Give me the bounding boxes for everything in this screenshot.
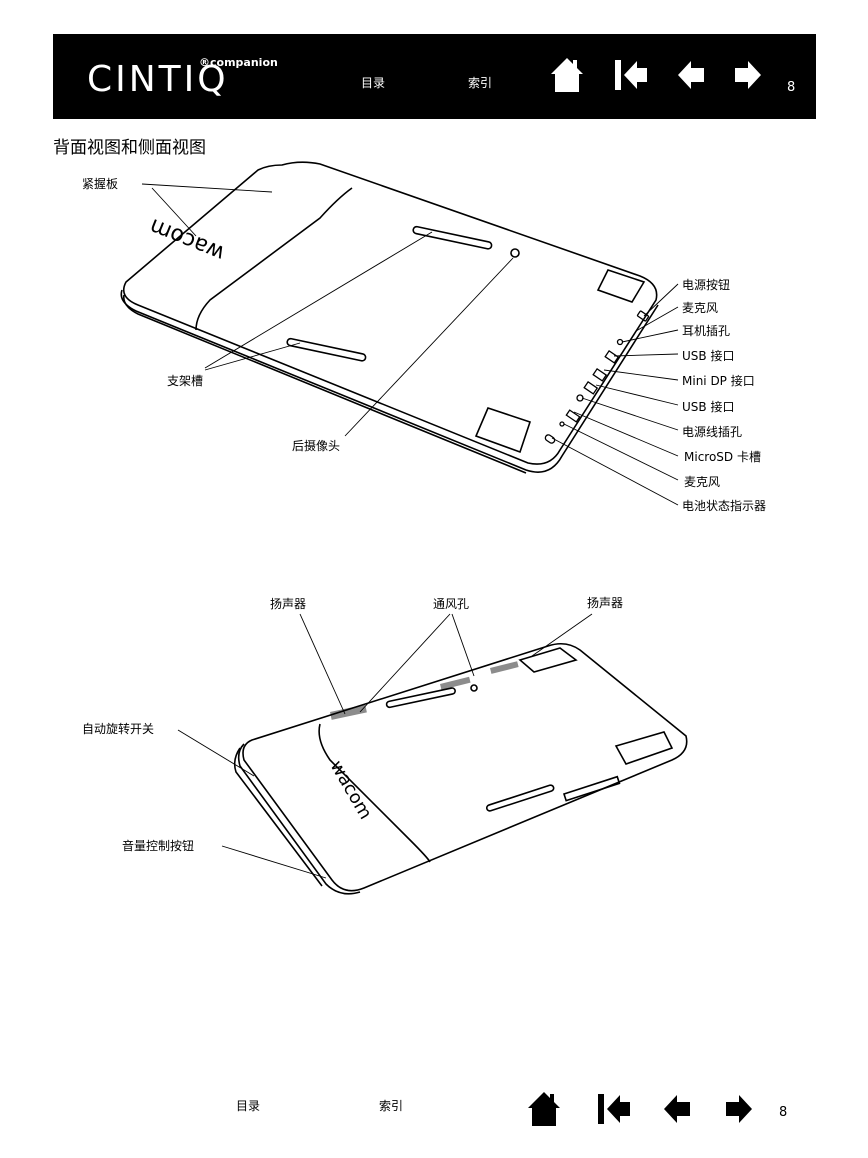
side-view-illustration bbox=[233, 642, 688, 895]
next-page-icon[interactable] bbox=[733, 58, 763, 92]
label-rear-camera: 后摄像头 bbox=[292, 439, 341, 453]
footer-home-icon[interactable] bbox=[526, 1090, 562, 1128]
label-volume-buttons: 音量控制按钮 bbox=[122, 839, 195, 853]
label-mini-dp-port: Mini DP 接口 bbox=[682, 374, 755, 388]
label-speaker-left: 扬声器 bbox=[270, 597, 307, 611]
previous-page-icon[interactable] bbox=[676, 58, 706, 92]
page-number: 8 bbox=[787, 80, 796, 95]
cintiq-companion-logo: CINTIQ ®companion bbox=[87, 56, 278, 102]
first-page-icon[interactable] bbox=[613, 58, 649, 92]
header-bar: CINTIQ ®companion 目录 索引 8 bbox=[53, 34, 816, 119]
index-link[interactable]: 索引 bbox=[468, 76, 493, 90]
footer-toc-link[interactable]: 目录 bbox=[236, 1099, 261, 1113]
stand-slot-bottom bbox=[286, 337, 367, 362]
logo-wordmark: CINTIQ bbox=[87, 59, 229, 100]
logo-subtitle: ®companion bbox=[199, 56, 278, 69]
label-microphone-bottom: 麦克风 bbox=[684, 475, 721, 489]
grip-panel-divider bbox=[195, 187, 353, 331]
wacom-logo-side: wacom bbox=[326, 757, 376, 823]
toc-link[interactable]: 目录 bbox=[361, 76, 386, 90]
label-stand-slots: 支架槽 bbox=[167, 374, 204, 388]
footer-index-link[interactable]: 索引 bbox=[379, 1099, 404, 1113]
label-usb-port-1: USB 接口 bbox=[682, 349, 735, 363]
label-usb-port-2: USB 接口 bbox=[682, 400, 735, 414]
label-microsd-slot: MicroSD 卡槽 bbox=[684, 450, 761, 464]
home-icon[interactable] bbox=[549, 56, 585, 94]
label-speaker-right: 扬声器 bbox=[587, 596, 624, 610]
label-microphone-top: 麦克风 bbox=[682, 301, 719, 315]
label-headphone-jack: 耳机插孔 bbox=[682, 324, 731, 338]
footer-page-number: 8 bbox=[779, 1105, 788, 1120]
footer-next-page-icon[interactable] bbox=[724, 1092, 754, 1126]
label-auto-rotate: 自动旋转开关 bbox=[82, 722, 155, 736]
label-power-jack: 电源线插孔 bbox=[682, 425, 743, 439]
page-title: 背面视图和侧面视图 bbox=[53, 138, 206, 158]
stand-slot-top bbox=[412, 225, 493, 250]
footer-first-page-icon[interactable] bbox=[596, 1092, 632, 1126]
rear-camera-lens bbox=[510, 248, 520, 258]
label-power-button: 电源按钮 bbox=[682, 278, 731, 292]
wacom-logo-back: wacom bbox=[146, 213, 228, 266]
label-vents: 通风孔 bbox=[433, 597, 470, 611]
tablet-back-body bbox=[122, 161, 658, 465]
footer-previous-page-icon[interactable] bbox=[662, 1092, 692, 1126]
label-grip-panels: 紧握板 bbox=[82, 177, 119, 191]
label-battery-indicator: 电池状态指示器 bbox=[682, 499, 767, 513]
tablet-side-body bbox=[242, 642, 688, 892]
